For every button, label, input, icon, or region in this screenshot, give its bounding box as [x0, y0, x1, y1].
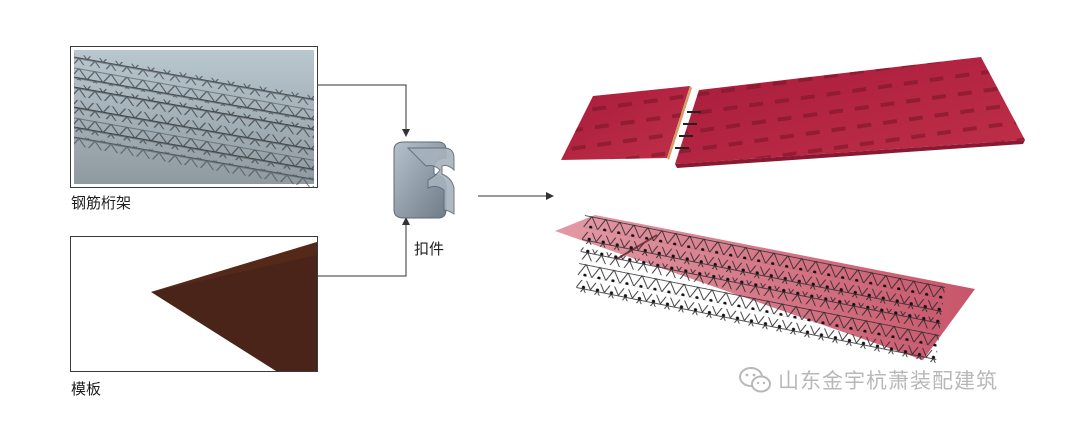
formwork-board-image: [151, 242, 317, 371]
watermark-text: 山东金宇杭萧装配建筑: [778, 369, 998, 393]
connector-label: 扣件: [414, 240, 445, 258]
steel-truss-image: [74, 50, 314, 187]
assembled-panels-top-image: [561, 57, 1025, 168]
wechat-icon: [739, 367, 771, 393]
truss-photo-frame: [70, 46, 318, 188]
assembled-truss-bottom-image: [555, 215, 975, 364]
arrow-formwork-to-clip: [318, 217, 410, 277]
formwork-photo-frame: [70, 236, 318, 372]
clip-connector-image: [393, 141, 455, 219]
formwork-label: 模板: [71, 380, 102, 398]
arrow-truss-to-clip: [318, 84, 410, 137]
truss-label: 钢筋桁架: [71, 194, 132, 212]
watermark: 山东金宇杭萧装配建筑: [738, 364, 998, 396]
